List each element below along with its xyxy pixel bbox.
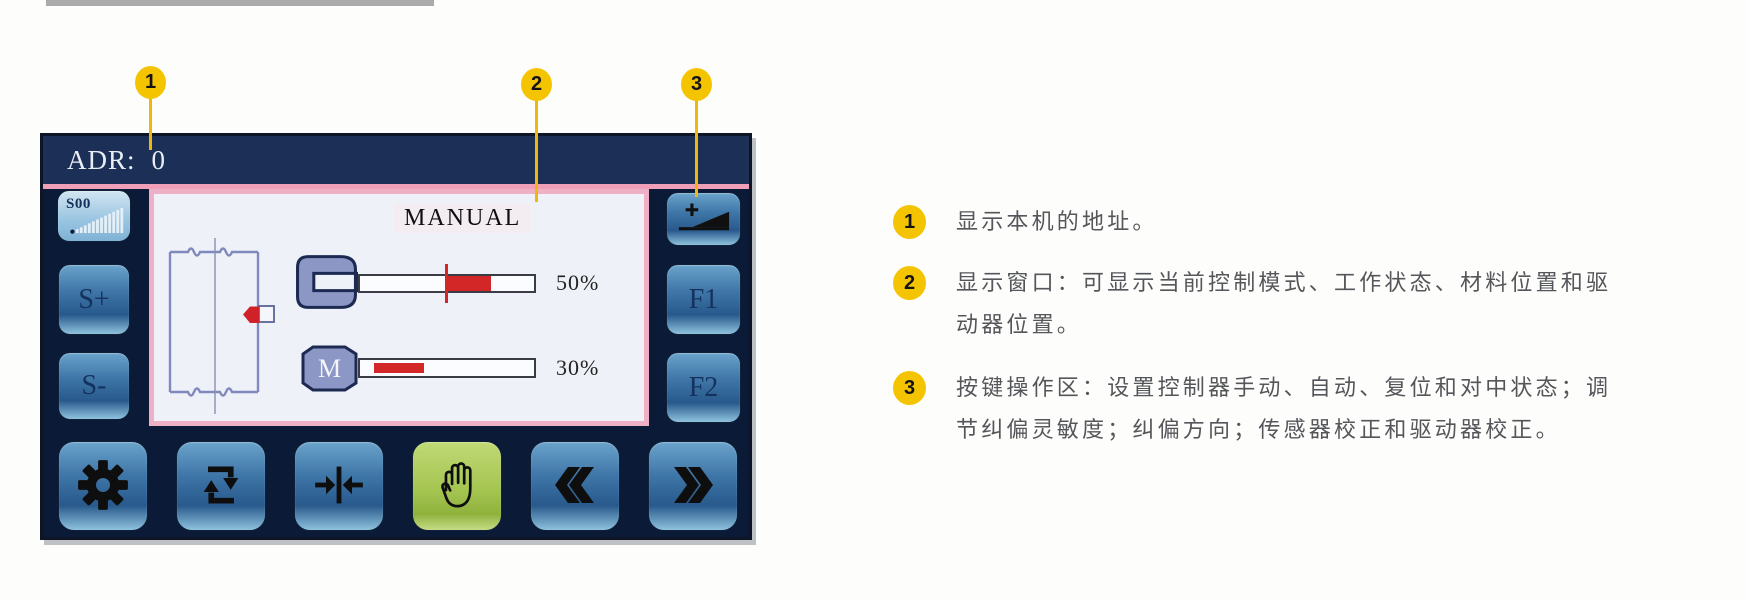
settings-button[interactable] bbox=[58, 441, 148, 531]
sensitivity-ramp-icon bbox=[69, 205, 127, 237]
double-chevron-left-icon bbox=[549, 461, 601, 512]
double-chevron-right-icon bbox=[667, 461, 719, 512]
f1-label: F1 bbox=[688, 283, 719, 315]
sensor-position-bar bbox=[358, 264, 536, 303]
gear-icon bbox=[77, 459, 129, 514]
callout-marker-2: 2 bbox=[521, 68, 552, 101]
address-bar: ADR: 0 bbox=[43, 136, 749, 184]
s-minus-label: S- bbox=[81, 370, 107, 401]
note-number: 1 bbox=[903, 210, 916, 233]
drive-bar-fill bbox=[373, 363, 425, 373]
note-line: 按键操作区：设置控制器手动、自动、复位和对中状态；调 bbox=[956, 375, 1612, 400]
f1-button[interactable]: F1 bbox=[666, 264, 741, 335]
header-divider bbox=[43, 184, 749, 189]
callout-line-3 bbox=[695, 99, 698, 197]
s-minus-button[interactable]: S- bbox=[58, 352, 130, 420]
note-marker-3: 3 bbox=[893, 371, 926, 405]
callout-number: 2 bbox=[530, 73, 543, 95]
s-plus-button[interactable]: S+ bbox=[58, 264, 130, 335]
note-number: 3 bbox=[903, 376, 916, 399]
note-line: 显示本机的地址。 bbox=[956, 209, 1158, 234]
callout-marker-1: 1 bbox=[135, 66, 166, 99]
f2-label: F2 bbox=[688, 371, 719, 403]
note-text-3: 按键操作区：设置控制器手动、自动、复位和对中状态；调 节纠偏灵敏度；纠偏方向；传… bbox=[956, 367, 1666, 451]
callout-line-1 bbox=[149, 97, 152, 150]
sensitivity-button[interactable]: S00 bbox=[57, 190, 131, 242]
note-text-1: 显示本机的地址。 bbox=[956, 207, 1666, 237]
page-edge-artifact bbox=[46, 0, 434, 6]
sensor-fork-icon bbox=[295, 254, 360, 310]
callout-number: 3 bbox=[690, 73, 703, 95]
note-line: 节纠偏灵敏度；纠偏方向；传感器校正和驱动器校正。 bbox=[956, 417, 1561, 442]
jog-right-button[interactable] bbox=[648, 441, 738, 531]
motor-letter: M bbox=[317, 353, 342, 383]
sensor-center-marker bbox=[445, 264, 448, 303]
f2-button[interactable]: F2 bbox=[666, 352, 741, 423]
note-line: 动器位置。 bbox=[956, 312, 1083, 337]
callout-marker-3: 3 bbox=[681, 68, 712, 101]
center-align-icon bbox=[313, 459, 365, 514]
callout-line-2 bbox=[535, 99, 538, 202]
sensor-bar-fill bbox=[447, 276, 491, 291]
red-position-marker bbox=[243, 306, 259, 323]
sensitivity-label: S00 bbox=[66, 196, 91, 212]
adr-value: 0 bbox=[151, 145, 167, 175]
note-marker-1: 1 bbox=[893, 205, 926, 239]
note-text-2: 显示窗口：可显示当前控制模式、工作状态、材料位置和驱 动器位置。 bbox=[956, 262, 1666, 346]
drive-position-bar bbox=[358, 358, 536, 378]
jog-left-button[interactable] bbox=[530, 441, 620, 531]
centering-button[interactable] bbox=[294, 441, 384, 531]
mode-indicator: MANUAL bbox=[394, 204, 532, 233]
note-marker-2: 2 bbox=[893, 266, 926, 300]
cycle-arrows-icon bbox=[195, 459, 247, 514]
note-line: 显示窗口：可显示当前控制模式、工作状态、材料位置和驱 bbox=[956, 270, 1612, 295]
controller-screen: ADR: 0 S00 S+ bbox=[40, 133, 752, 540]
plus-ramp-icon bbox=[676, 201, 732, 237]
callout-number: 1 bbox=[144, 71, 157, 93]
drive-percent: 30% bbox=[556, 355, 600, 380]
sensor-percent: 50% bbox=[556, 270, 600, 295]
manual-mode-button[interactable] bbox=[412, 441, 502, 531]
web-material-icon bbox=[160, 236, 280, 418]
note-number: 2 bbox=[903, 271, 916, 294]
motor-icon bbox=[301, 345, 358, 392]
hand-icon bbox=[434, 458, 480, 515]
s-plus-label: S+ bbox=[78, 283, 110, 315]
edge-target-box bbox=[258, 305, 275, 323]
auto-cycle-button[interactable] bbox=[176, 441, 266, 531]
adr-label: ADR: bbox=[67, 145, 136, 175]
display-window: MANUAL bbox=[149, 189, 649, 426]
direction-button[interactable] bbox=[666, 192, 741, 246]
